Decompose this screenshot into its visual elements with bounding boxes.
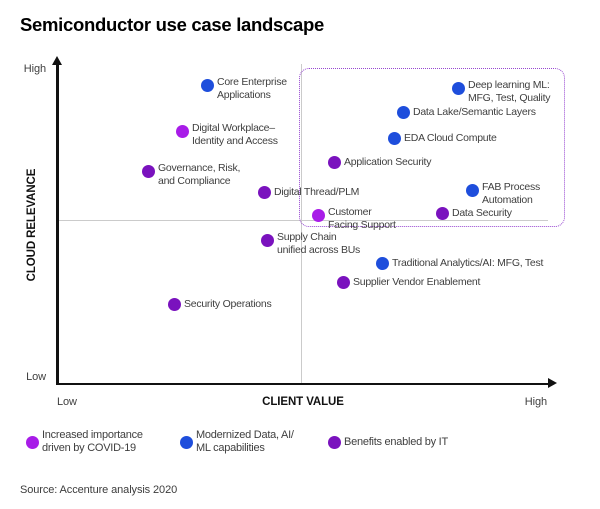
point-dot-data-security: [435, 206, 449, 220]
point-label-fab-process-automation: FAB Process Automation: [482, 181, 540, 206]
point-dot-supply-chain: [260, 233, 274, 247]
point-label-eda-cloud-compute: EDA Cloud Compute: [404, 131, 497, 144]
point-label-governance-risk-compliance: Governance, Risk, and Compliance: [158, 162, 241, 187]
x-axis-arrowhead-icon: [548, 378, 557, 389]
x-axis-title: CLIENT VALUE: [262, 396, 344, 408]
point-label-digital-workplace: Digital Workplace– Identity and Access: [192, 122, 278, 147]
point-label-data-lake-semantic-layers: Data Lake/Semantic Layers: [413, 105, 536, 118]
point-label-customer-facing-support: Customer Facing Support: [328, 206, 396, 231]
x-axis-high-label: High: [524, 396, 547, 408]
point-dot-customer-facing-support: [311, 208, 325, 222]
point-dot-digital-thread-plm: [257, 185, 271, 199]
point-dot-data-lake-semantic-layers: [396, 105, 410, 119]
point-label-core-enterprise-applications: Core Enterprise Applications: [217, 76, 287, 101]
point-dot-application-security: [327, 155, 341, 169]
point-dot-deep-learning-ml: [451, 81, 465, 95]
point-dot-security-operations: [167, 297, 181, 311]
point-dot-core-enterprise-applications: [200, 78, 214, 92]
chart-title: Semiconductor use case landscape: [20, 14, 324, 35]
point-dot-eda-cloud-compute: [387, 131, 401, 145]
y-axis-high-label: High: [23, 63, 46, 75]
highlight-box: [299, 68, 565, 227]
point-label-traditional-analytics-ai: Traditional Analytics/AI: MFG, Test: [392, 256, 544, 269]
source-note: Source: Accenture analysis 2020: [20, 484, 178, 496]
y-axis-title: CLOUD RELEVANCE: [26, 168, 38, 282]
point-label-supply-chain: Supply Chain unified across BUs: [277, 231, 361, 256]
point-dot-traditional-analytics-ai: [375, 256, 389, 270]
point-label-supplier-vendor-enablement: Supplier Vendor Enablement: [353, 275, 481, 288]
y-axis-arrowhead-icon: [52, 56, 62, 65]
point-label-digital-thread-plm: Digital Thread/PLM: [274, 185, 360, 198]
point-dot-fab-process-automation: [465, 183, 479, 197]
point-label-security-operations: Security Operations: [184, 297, 272, 310]
x-axis-low-label: Low: [57, 396, 77, 408]
point-label-deep-learning-ml: Deep learning ML: MFG, Test, Quality: [468, 79, 551, 104]
point-label-application-security: Application Security: [344, 155, 432, 168]
y-axis-low-label: Low: [26, 371, 46, 383]
point-dot-governance-risk-compliance: [141, 164, 155, 178]
point-dot-supplier-vendor-enablement: [336, 275, 350, 289]
point-label-data-security: Data Security: [452, 206, 512, 219]
point-dot-digital-workplace: [175, 124, 189, 138]
y-axis-line: [56, 64, 59, 385]
x-axis-line: [56, 382, 549, 386]
